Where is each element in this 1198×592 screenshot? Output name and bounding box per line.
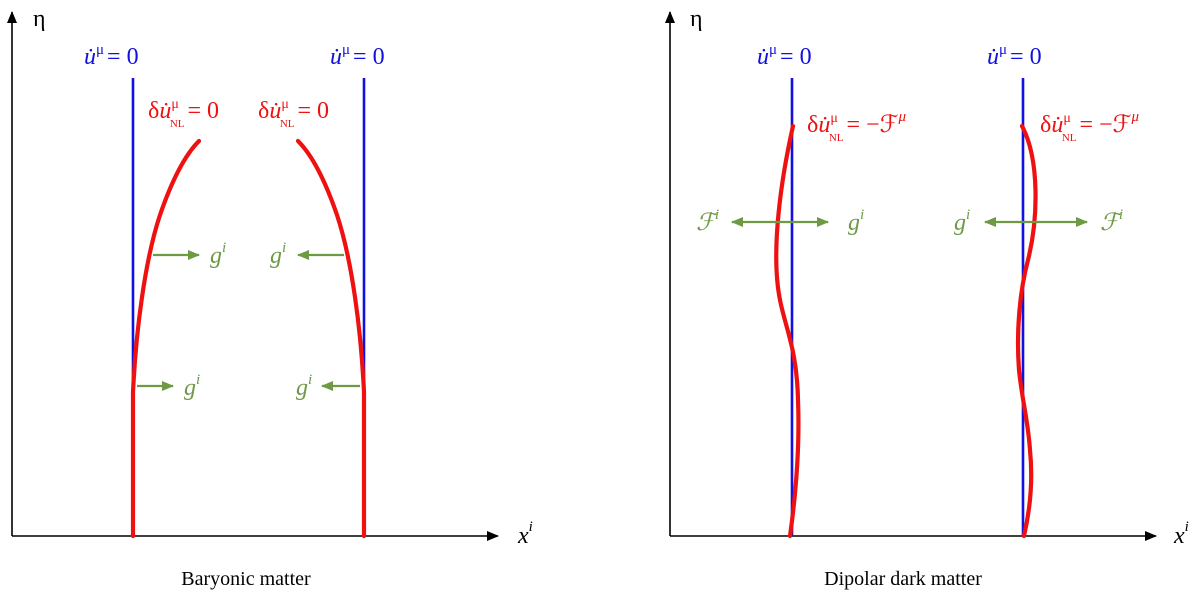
gravity-label: gi: [296, 372, 312, 401]
gravity-label: gi: [270, 240, 286, 269]
internal-force-label: ℱi: [1100, 207, 1123, 236]
gravity-label: gi: [184, 372, 200, 401]
x-axis-label: xi: [1173, 519, 1189, 549]
eta-axis-label: η: [33, 6, 46, 32]
geodesic-condition-label: u̇μ= 0: [330, 42, 385, 70]
gravity-label: gi: [210, 240, 226, 269]
perturbed-trajectory-left: [774, 123, 801, 539]
panel-caption: Dipolar dark matter: [824, 568, 982, 590]
x-axis-label: xi: [517, 519, 533, 549]
geodesic-condition-label: u̇μ= 0: [757, 42, 812, 70]
gravity-label: gi: [848, 207, 864, 236]
eta-axis-label: η: [690, 6, 703, 32]
perturbed-trajectory-right: [1015, 123, 1038, 539]
geodesic-condition-label: u̇μ= 0: [84, 42, 139, 70]
perturbed-trajectory-left: [130, 138, 202, 539]
perturbed-trajectory-right: [295, 138, 367, 539]
panel-caption: Baryonic matter: [181, 568, 311, 590]
internal-force-label: ℱi: [696, 207, 719, 236]
gravity-label: gi: [954, 207, 970, 236]
geodesic-condition-label: u̇μ= 0: [987, 42, 1042, 70]
